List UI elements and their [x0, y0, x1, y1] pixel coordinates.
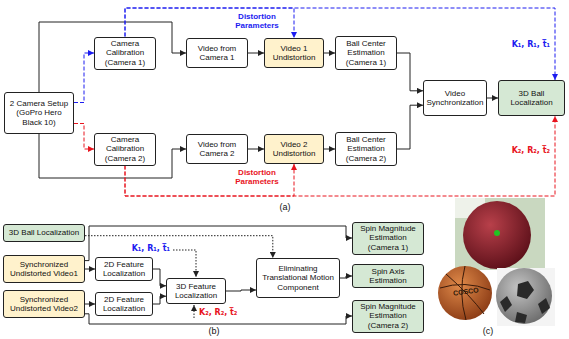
panel-label: (a): [270, 202, 300, 212]
flow-arrow: [248, 149, 264, 150]
box-text: Synchronized Undistorted Video1: [6, 260, 82, 278]
box-text: Spin Magnitude Estimation (Camera 1): [355, 224, 421, 252]
flow-arrow: [74, 53, 94, 103]
box-text: Ball Center Estimation (Camera 2): [338, 135, 394, 163]
box-text: Video 1 Undistortion: [267, 44, 321, 62]
box-text: Spin Magnitude Estimation (Camera 2): [355, 302, 421, 330]
matrix-label: K₁, R₁, t̅₁: [116, 244, 170, 253]
flow-arrow: [85, 236, 273, 258]
process-box: Eliminating Translational Motion Compone…: [256, 258, 340, 298]
process-box: 2D Feature Localization: [95, 257, 153, 281]
flow-arrow: [85, 304, 95, 305]
flow-arrow: [153, 269, 166, 286]
input-box: Synchronized Undistorted Video1: [3, 255, 85, 283]
matrix-label: K₂, R₂, t̅₂: [199, 308, 253, 317]
process-box: 2D Feature Localization: [95, 292, 153, 316]
box-text: 3D Ball Localization: [501, 89, 562, 107]
box-text: 3D Ball Localization: [9, 228, 79, 237]
box-text: Synchronized Undistorted Video2: [6, 295, 82, 313]
box-text: Video from Camera 2: [189, 140, 245, 158]
leader-line: [173, 250, 196, 277]
process-box: Video from Camera 1: [186, 38, 248, 68]
flow-arrow: [153, 296, 166, 304]
flow-arrow: [125, 8, 294, 38]
process-box: Ball Center Estimation (Camera 2): [335, 132, 397, 166]
flow-arrow: [39, 134, 186, 178]
process-box: Video 2 Undistortion: [264, 134, 324, 164]
flow-arrow: [397, 53, 423, 91]
flow-arrow: [248, 53, 264, 54]
process-box: Camera Calibration (Camera 2): [94, 133, 156, 166]
box-text: 2 Camera Setup (GoPro Hero Black 10): [7, 99, 71, 127]
process-box: Camera Calibration (Camera 1): [94, 37, 156, 70]
process-box: Video 1 Undistortion: [264, 38, 324, 68]
process-box: Video from Camera 2: [186, 134, 248, 164]
box-text: Eliminating Translational Motion Compone…: [259, 264, 337, 292]
box-text: Video 2 Undistortion: [267, 140, 321, 158]
output-box: Spin Magnitude Estimation (Camera 1): [352, 222, 424, 255]
leader-line: [194, 305, 195, 318]
box-text: Camera Calibration (Camera 1): [97, 39, 153, 67]
flow-arrow: [74, 124, 94, 150]
box-text: Spin Axis Estimation: [355, 267, 421, 285]
param-label: Distortion Parameters: [224, 12, 290, 30]
output-box: Spin Magnitude Estimation (Camera 2): [352, 300, 424, 333]
soccer-ball: [496, 268, 552, 324]
box-text: Camera Calibration (Camera 2): [97, 135, 153, 163]
ball-center-dot: [494, 230, 500, 236]
box-text: 2D Feature Localization: [98, 260, 150, 278]
photo-ground: [455, 198, 545, 270]
flow-arrow: [487, 98, 498, 99]
box-text: Ball Center Estimation (Camera 1): [338, 39, 394, 67]
output-box: Spin Axis Estimation: [352, 264, 424, 288]
flow-arrow: [324, 53, 335, 54]
matrix-label: K₂, R₂, t̅₂: [484, 146, 550, 155]
flow-arrow: [125, 164, 294, 196]
box-text: 3D Feature Localization: [169, 282, 223, 300]
flow-arrow: [340, 276, 352, 278]
basketball-seams: [440, 266, 490, 320]
flow-arrow: [125, 8, 555, 80]
input-box: Synchronized Undistorted Video2: [3, 290, 85, 318]
red-ball: [463, 201, 531, 269]
flow-arrow: [85, 269, 95, 270]
panel-label: (b): [199, 326, 229, 336]
box-text: Video from Camera 1: [189, 44, 245, 62]
setup-box: 2 Camera Setup (GoPro Hero Black 10): [4, 92, 74, 134]
process-box: 3D Feature Localization: [166, 278, 226, 304]
photo-ground: [497, 268, 555, 326]
box-text: 2D Feature Localization: [98, 295, 150, 313]
soccer-patches: [500, 281, 550, 323]
flow-arrow: [226, 290, 256, 291]
panel-label: (c): [473, 326, 503, 336]
param-label: Distortion Parameters: [224, 168, 290, 186]
flow-arrow: [85, 226, 352, 261]
output-box: 3D Ball Localization: [498, 80, 565, 116]
box-text: Video Synchronization: [426, 89, 484, 107]
process-box: Ball Center Estimation (Camera 1): [335, 36, 397, 70]
matrix-label: K₁, R₁, t̅₁: [484, 40, 550, 49]
basketball: [438, 266, 492, 320]
flow-arrow: [39, 22, 186, 92]
input-box: 3D Ball Localization: [3, 224, 85, 242]
flow-arrow: [397, 105, 423, 149]
flow-arrow: [125, 116, 555, 196]
process-box: Video Synchronization: [423, 80, 487, 116]
flow-arrow: [324, 149, 335, 150]
